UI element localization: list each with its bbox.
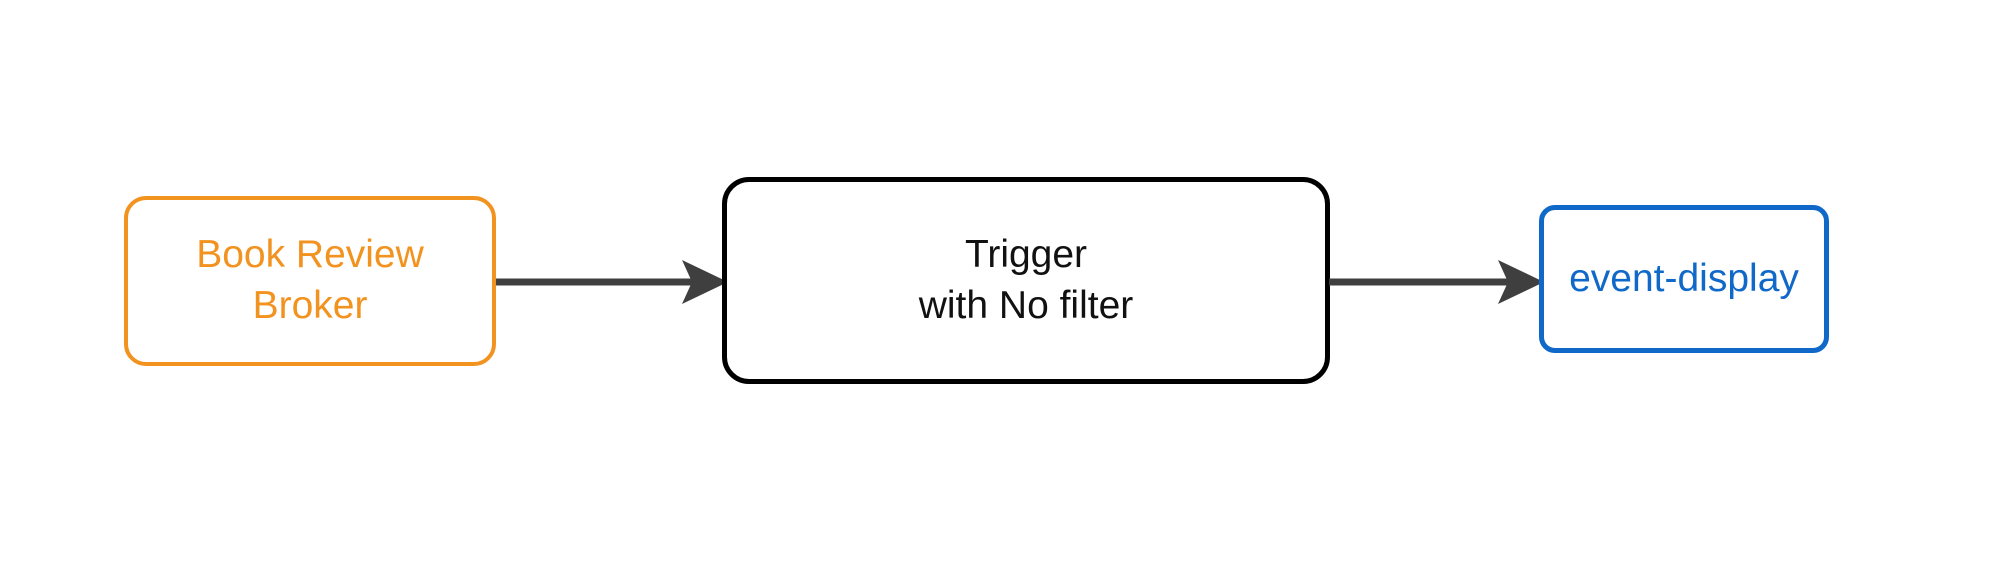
node-event-display[interactable]: event-display	[1539, 205, 1829, 353]
node-trigger-line-2: with No filter	[918, 283, 1134, 327]
edge-trigger-to-display-arrowhead-icon	[1498, 260, 1544, 304]
node-trigger[interactable]: Trigger with No filter	[722, 177, 1330, 384]
node-book-review-broker[interactable]: Book Review Broker	[124, 196, 496, 366]
edge-broker-to-trigger-arrowhead-icon	[682, 260, 728, 304]
node-book-review-broker-line-1: Book Review	[196, 233, 424, 277]
edge-trigger-to-display	[1329, 255, 1544, 309]
edge-broker-to-trigger	[496, 255, 728, 309]
node-trigger-line-1: Trigger	[964, 232, 1088, 276]
node-book-review-broker-line-2: Broker	[252, 284, 368, 327]
node-event-display-line-1: event-display	[1569, 256, 1799, 300]
